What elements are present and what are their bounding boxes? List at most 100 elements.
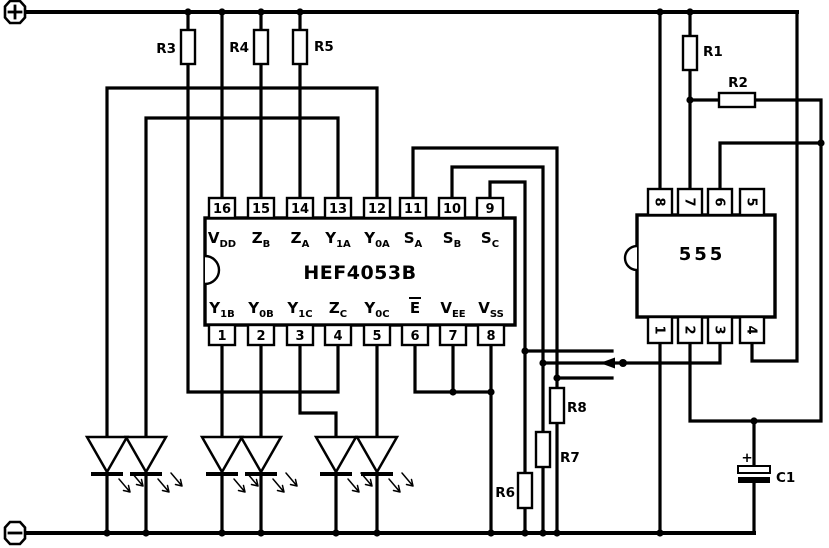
ic4053-pin13: 13 — [323, 196, 353, 220]
label-r5: R5 — [314, 39, 334, 55]
ic4053-label-vdd: VDD — [208, 229, 236, 250]
c1-plate-positive — [737, 465, 771, 474]
ic4053-label-y1a: Y1A — [324, 229, 351, 250]
ic4053-pin16: 16 — [207, 196, 237, 220]
svg-text:5: 5 — [744, 197, 759, 206]
resistor-r4 — [252, 28, 270, 66]
ic4053-label-zc: ZC — [329, 299, 347, 320]
ic4053-pin8: 8 — [476, 323, 506, 347]
ic4053-label-vee: VEE — [440, 299, 465, 320]
ic4053-pin1: 1 — [207, 323, 237, 347]
svg-text:1: 1 — [652, 325, 667, 334]
ic4053-name: HEF4053B — [303, 262, 416, 284]
svg-text:9: 9 — [485, 202, 494, 217]
wire-sc-r6 — [488, 180, 527, 535]
ic4053-pin12: 12 — [362, 196, 392, 220]
svg-text:10: 10 — [443, 202, 461, 217]
label-r3: R3 — [156, 41, 176, 57]
label-r1: R1 — [703, 44, 723, 60]
label-r7: R7 — [560, 450, 580, 466]
ic4053-pin10: 10 — [437, 196, 467, 220]
capacitor-c1: + C1 — [737, 450, 795, 486]
svg-text:8: 8 — [652, 197, 667, 206]
resistor-r1 — [681, 34, 699, 72]
resistor-r8 — [548, 386, 566, 425]
ic4053-pin4: 4 — [323, 323, 353, 347]
ic4053-body — [203, 216, 517, 327]
svg-text:13: 13 — [329, 202, 347, 217]
ic4053-label-y0a: Y0A — [363, 229, 390, 250]
svg-text:6: 6 — [410, 329, 419, 344]
resistor-r6 — [516, 471, 534, 510]
svg-text:16: 16 — [213, 202, 231, 217]
ic4053-pin11: 11 — [398, 196, 428, 220]
svg-text:8: 8 — [486, 329, 495, 344]
c1-polarity: + — [741, 450, 752, 466]
negative-terminal — [3, 520, 27, 546]
ic4053-label-zb: ZB — [252, 229, 271, 250]
ic4053-label-y1b: Y1B — [208, 299, 234, 320]
wire-555-timing-net — [688, 98, 823, 423]
svg-text:15: 15 — [252, 202, 270, 217]
ic-hef4053b: HEF4053B 16 15 14 13 12 11 10 9 VDD ZB Z… — [203, 196, 517, 347]
ic555-name: 555 — [679, 244, 726, 265]
led-1b — [124, 435, 184, 535]
resistor-r2 — [717, 91, 757, 109]
svg-text:11: 11 — [404, 202, 422, 217]
svg-text:7: 7 — [448, 329, 457, 344]
ic4053-label-y0b: Y0B — [247, 299, 273, 320]
resistor-r5 — [291, 28, 309, 66]
ic555-pin8: 8 — [646, 187, 674, 217]
wire-sa-r8 — [411, 146, 559, 535]
ic4053-pin15: 15 — [246, 196, 276, 220]
ic4053-pin3: 3 — [285, 323, 315, 347]
label-r6: R6 — [495, 485, 515, 501]
label-r8: R8 — [567, 400, 587, 416]
ic555-pin2: 2 — [676, 315, 704, 345]
svg-text:12: 12 — [368, 202, 386, 217]
ic4053-label-sc: SC — [481, 229, 499, 250]
resistor-r7 — [534, 430, 552, 469]
svg-text:7: 7 — [682, 197, 697, 206]
resistors: R3 R4 R5 R1 R2 R6 R7 R8 — [156, 28, 757, 510]
wire-555-reset — [750, 10, 799, 363]
label-c1: C1 — [776, 470, 795, 486]
wire-enable-vee — [413, 333, 493, 394]
signal-arrow — [600, 357, 615, 369]
svg-text:4: 4 — [333, 329, 342, 344]
ic-555: 555 8 7 6 5 1 2 3 4 — [623, 187, 777, 345]
ic4053-pin14: 14 — [285, 196, 315, 220]
ic4053-label-sb: SB — [443, 229, 461, 250]
svg-text:5: 5 — [372, 329, 381, 344]
ic4053-pin6: 6 — [400, 323, 430, 347]
svg-text:2: 2 — [682, 325, 697, 334]
positive-terminal — [3, 0, 27, 25]
wire-r3-to-zc — [186, 10, 340, 394]
led-array — [85, 435, 415, 535]
svg-text:3: 3 — [295, 329, 304, 344]
wire-y1a-led — [144, 116, 340, 439]
ic4053-pin2: 2 — [246, 323, 276, 347]
ic4053-label-y1c: Y1C — [286, 299, 312, 320]
ic555-notch — [623, 244, 638, 272]
ic555-pin7: 7 — [676, 187, 704, 217]
ic4053-label-vss: VSS — [478, 299, 504, 320]
ic4053-pin5: 5 — [362, 323, 392, 347]
ic4053-label-sa: SA — [404, 229, 423, 250]
svg-text:2: 2 — [256, 329, 265, 344]
ic4053-label-za: ZA — [291, 229, 310, 250]
label-r2: R2 — [728, 75, 748, 91]
ic555-pin3: 3 — [706, 315, 734, 345]
junction-dots — [103, 8, 825, 537]
svg-text:1: 1 — [217, 329, 226, 344]
wire-y1c-led — [298, 333, 338, 439]
ic555-pin1: 1 — [646, 315, 674, 345]
svg-text:3: 3 — [712, 325, 727, 334]
ic555-body — [635, 213, 777, 319]
wires — [24, 10, 823, 535]
ic555-pin6: 6 — [706, 187, 734, 217]
ic4053-notch — [204, 254, 221, 286]
ic4053-pin7: 7 — [438, 323, 468, 347]
